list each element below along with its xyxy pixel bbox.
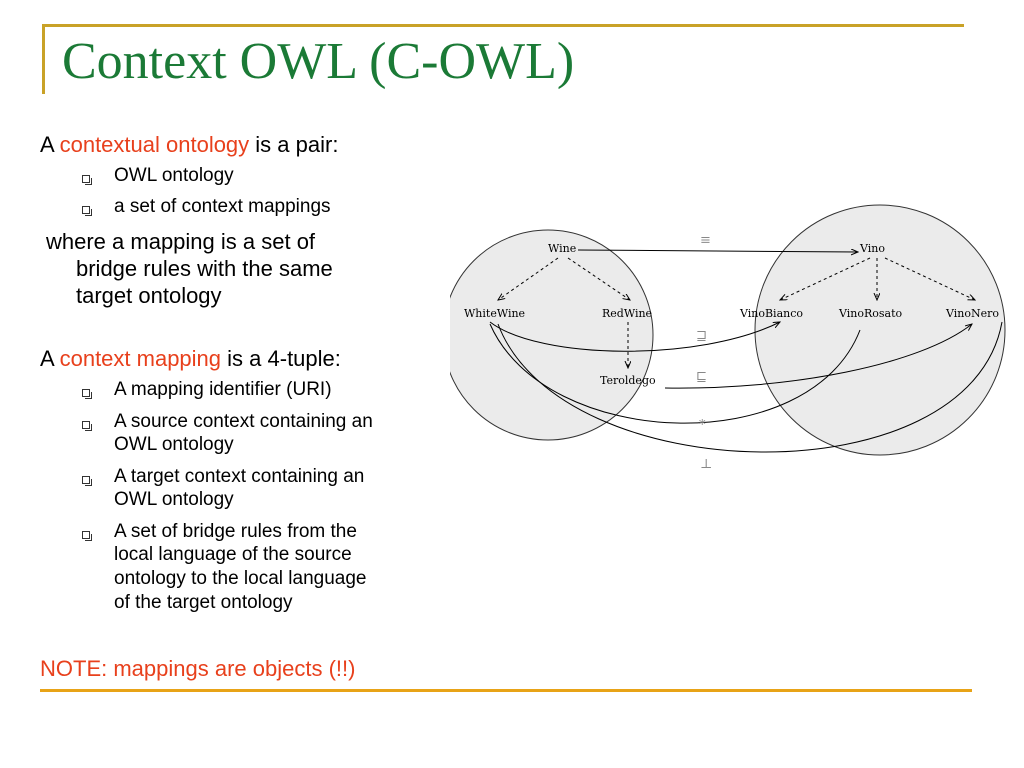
node-vinonero: VinoNero <box>945 307 999 320</box>
p3-bullet-4-line-1: A set of bridge rules from the <box>114 521 357 542</box>
frame-bottom-rule <box>40 689 972 692</box>
bridge-equiv-arrow <box>577 250 858 252</box>
bullet-icon <box>82 421 92 431</box>
node-vinorosato: VinoRosato <box>838 307 903 320</box>
bridge-compat-arc <box>489 323 861 424</box>
p2-line-3: target ontology <box>76 283 222 308</box>
p1-bullet-2: a set of context mappings <box>114 196 331 217</box>
p3-bullet-4-line-2: local language of the source <box>114 544 352 565</box>
p3-bullet-2-line-2: OWL ontology <box>114 434 234 455</box>
p1-suffix: is a pair: <box>255 132 339 157</box>
bridge-supset-arrow <box>489 322 780 352</box>
relation-compat-label: * <box>699 418 706 433</box>
p2-line-2: bridge rules with the same <box>76 256 333 281</box>
note-text: NOTE: mappings are objects (!!) <box>40 656 356 681</box>
ontology-mapping-diagram: ≡ ⊒ ⊑ * ⊥ Wine WhiteWine RedWine Terolde… <box>450 204 1006 472</box>
target-context-circle <box>754 204 1006 456</box>
p3-bullet-3-line-1: A target context containing an <box>114 466 365 487</box>
relation-subset-label: ⊑ <box>696 370 707 385</box>
bullet-icon <box>82 206 92 216</box>
source-context-circle <box>450 229 654 441</box>
bullet-icon <box>82 476 92 486</box>
bullet-icon <box>82 175 92 185</box>
bridge-subset-arrow <box>664 324 972 389</box>
bridge-disjoint-arc <box>497 321 1003 453</box>
paragraph-context-mapping: A context mapping is a 4-tuple: <box>40 346 341 371</box>
p1-bullet-1: OWL ontology <box>114 165 234 186</box>
slide-title: Context OWL (C-OWL) <box>62 33 575 90</box>
relation-equiv-label: ≡ <box>700 233 711 248</box>
node-vino: Vino <box>859 242 885 255</box>
relation-disjoint-label: ⊥ <box>700 457 712 472</box>
p1-prefix: A <box>40 132 54 157</box>
p3-bullet-1-line-1: A mapping identifier (URI) <box>114 379 332 400</box>
bullet-icon <box>82 389 92 399</box>
p3-bullet-2-line-1: A source context containing an <box>114 411 373 432</box>
p3-bullet-4-line-3: ontology to the local language <box>114 568 367 589</box>
node-wine: Wine <box>548 242 576 255</box>
bullet-icon <box>82 531 92 541</box>
paragraph-contextual-ontology: A contextual ontology is a pair: <box>40 132 338 157</box>
node-vinobianco: VinoBianco <box>739 307 803 320</box>
edge-wine-redwine <box>567 257 630 300</box>
p3-suffix: is a 4-tuple: <box>227 346 341 371</box>
p3-bullet-3-line-2: OWL ontology <box>114 489 234 510</box>
p2-line-1: where a mapping is a set of <box>46 229 316 254</box>
p3-prefix: A <box>40 346 54 371</box>
p1-highlight: contextual ontology <box>59 132 250 157</box>
frame-left-rule <box>42 24 45 94</box>
edge-wine-whitewine <box>498 257 559 300</box>
relation-supset-label: ⊒ <box>696 329 707 344</box>
edge-vino-vinobianco <box>780 257 871 300</box>
node-whitewine: WhiteWine <box>464 307 525 320</box>
node-redwine: RedWine <box>602 307 652 320</box>
edge-vino-vinonero <box>884 257 975 300</box>
frame-top-rule <box>42 24 964 27</box>
node-teroldego: Teroldego <box>600 374 656 387</box>
p3-highlight: context mapping <box>59 346 222 371</box>
p3-bullet-4-line-4: of the target ontology <box>114 592 293 613</box>
